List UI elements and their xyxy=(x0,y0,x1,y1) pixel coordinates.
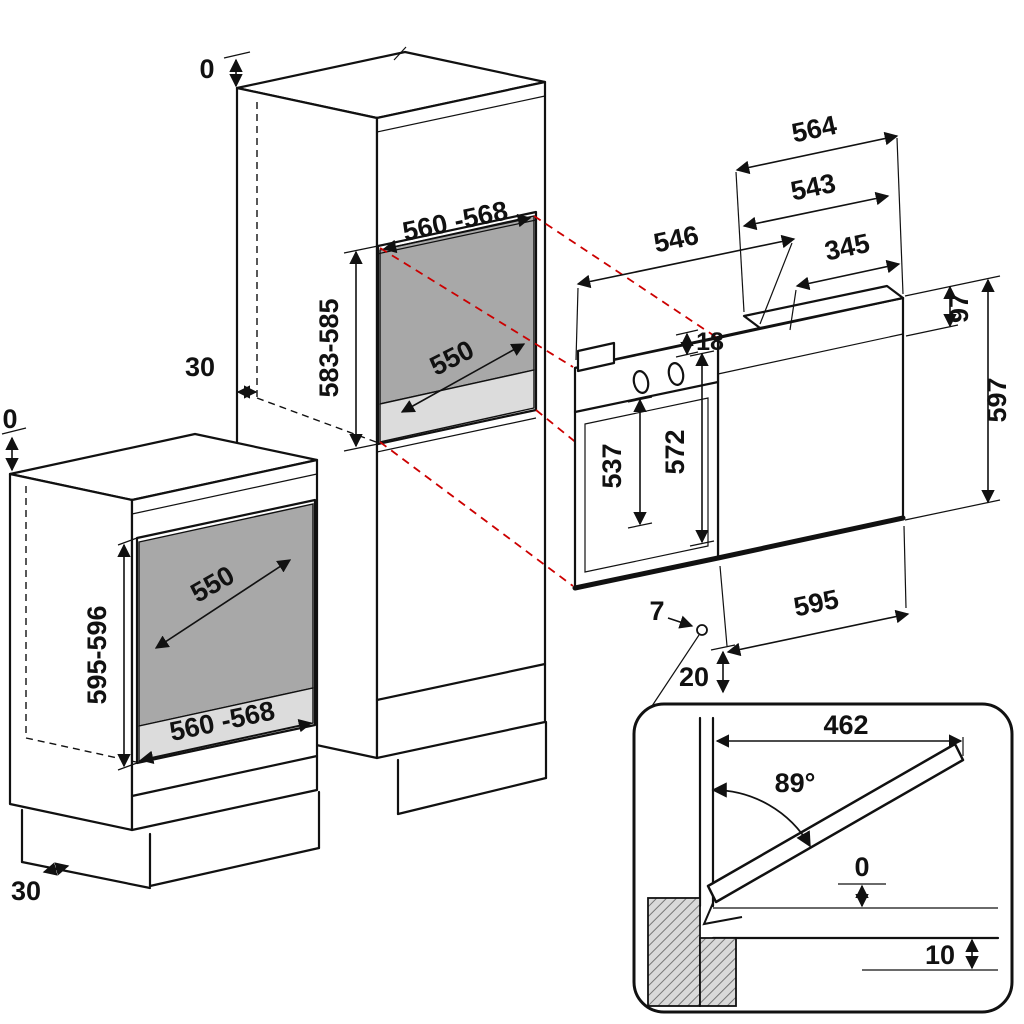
tall-top-clearance-label: 0 xyxy=(199,54,214,84)
oven-side-face xyxy=(716,296,905,560)
door-gap-0-label: 0 xyxy=(854,852,869,882)
oven-door-frame xyxy=(584,397,709,573)
oven-depth-546-label: 546 xyxy=(651,220,701,259)
oven-bottom-edge xyxy=(572,515,906,591)
base-plinth-gap-label: 30 xyxy=(11,876,41,906)
door-detail-inset: 89° 462 0 10 xyxy=(632,634,1014,1014)
door-angle-arc xyxy=(711,782,811,848)
oven-dimensions: 546 564 543 345 18 97 597 537 572 xyxy=(575,110,1012,694)
plinth-section-hatch xyxy=(647,897,701,1007)
tall-rear-gap-label: 30 xyxy=(185,352,215,382)
base-wall-clearance-label: 0 xyxy=(2,404,17,434)
door-gap-10-label: 10 xyxy=(925,940,955,970)
oven-hinge-20-label: 20 xyxy=(679,662,709,692)
hinge-point-marker xyxy=(696,624,708,636)
base-niche-height-label: 595-596 xyxy=(82,605,112,704)
oven-depth-564-label: 564 xyxy=(789,110,839,149)
oven-front-height-572-label: 572 xyxy=(660,429,690,474)
oven-top-bar xyxy=(742,284,905,330)
oven-hinge-7-label: 7 xyxy=(649,596,664,626)
oven-top-height-97-label: 97 xyxy=(944,293,974,323)
oven xyxy=(572,284,906,636)
oven-knob-right xyxy=(667,362,685,386)
base-cabinet xyxy=(8,432,321,890)
base-niche-back-panel xyxy=(138,503,314,727)
oven-height-597-label: 597 xyxy=(982,377,1012,422)
oven-knob-left xyxy=(632,370,650,394)
oven-depth-345-label: 345 xyxy=(822,228,872,267)
oven-top-step xyxy=(576,341,616,373)
oven-depth-543-label: 543 xyxy=(788,168,838,207)
door-angle-label: 89° xyxy=(775,768,816,798)
tall-niche-height-label: 583-585 xyxy=(314,298,344,397)
oven-body-depth-537-label: 537 xyxy=(597,443,627,488)
oven-control-panel-line xyxy=(573,380,720,414)
door-hinge xyxy=(702,902,743,926)
door-width-462-label: 462 xyxy=(823,710,868,740)
base-cabinet-side-face xyxy=(8,472,134,832)
oven-width-595-label: 595 xyxy=(791,584,841,623)
base-niche-opening xyxy=(135,498,317,765)
plinth-front-hatch xyxy=(699,937,737,1007)
